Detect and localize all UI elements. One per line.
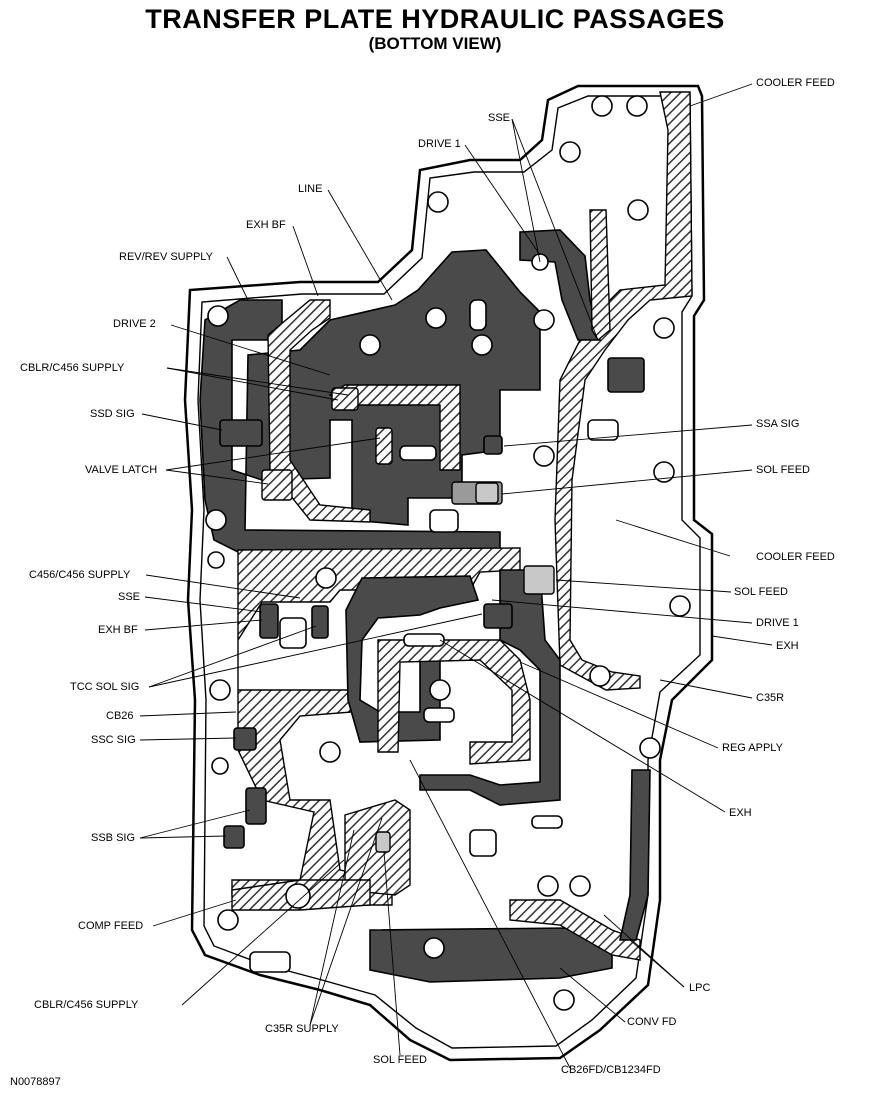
label-drive2: DRIVE 2 bbox=[113, 318, 156, 330]
label-sol-feed-bottom: SOL FEED bbox=[373, 1054, 427, 1066]
sol-feed-port-2 bbox=[523, 565, 555, 595]
label-exh-bf-left: EXH BF bbox=[98, 624, 138, 636]
lpc-passage bbox=[509, 899, 641, 961]
label-ssc-sig: SSC SIG bbox=[91, 734, 136, 746]
cblr-port bbox=[331, 387, 359, 411]
leader-lines bbox=[139, 83, 773, 1069]
tcc-sol-sig-port bbox=[311, 605, 329, 639]
bolt-hole bbox=[211, 757, 229, 775]
ssc-sig-port bbox=[233, 727, 257, 751]
bolt-hole bbox=[569, 875, 591, 897]
drive1-port bbox=[483, 603, 513, 629]
label-rev-supply: REV/REV SUPPLY bbox=[119, 251, 214, 263]
figure-code: N0078897 bbox=[10, 1076, 61, 1088]
bolt-hole bbox=[591, 95, 613, 117]
label-ssd-sig: SSD SIG bbox=[90, 408, 135, 420]
bolt-hole bbox=[319, 741, 341, 763]
bolt-hole bbox=[553, 989, 575, 1011]
label-line: LINE bbox=[298, 183, 322, 195]
sol-feed-port-inner bbox=[475, 482, 499, 504]
label-conv-fd: CONV FD bbox=[627, 1016, 677, 1028]
bolt-hole bbox=[207, 551, 225, 569]
exh-bf-passage bbox=[267, 299, 371, 523]
bolt-hole bbox=[627, 199, 649, 221]
cblr-supply-passage bbox=[369, 927, 613, 983]
label-cooler-feed-top: COOLER FEED bbox=[756, 77, 835, 89]
bolt-hole bbox=[653, 317, 675, 339]
bolt-hole bbox=[285, 883, 311, 909]
label-c35r: C35R bbox=[756, 692, 784, 704]
bolt-hole bbox=[315, 567, 337, 589]
label-lpc: LPC bbox=[689, 982, 710, 994]
plate-cutouts bbox=[249, 299, 619, 973]
ssa-sig-port bbox=[483, 435, 503, 455]
diagram-title: TRANSFER PLATE HYDRAULIC PASSAGES bbox=[145, 4, 725, 34]
label-c35r-supply: C35R SUPPLY bbox=[265, 1023, 339, 1035]
label-ssa-sig: SSA SIG bbox=[756, 418, 799, 430]
bolt-hole bbox=[423, 937, 445, 959]
bolt-hole bbox=[537, 875, 559, 897]
plate-inner-contour bbox=[197, 95, 701, 1049]
bolt-hole bbox=[427, 191, 449, 213]
label-reg-apply: REG APPLY bbox=[722, 742, 784, 754]
ssb-sig-port-2 bbox=[223, 825, 245, 849]
label-drive1-right: DRIVE 1 bbox=[756, 617, 799, 629]
label-ssb-sig: SSB SIG bbox=[91, 832, 135, 844]
label-exh-right2: EXH bbox=[729, 807, 752, 819]
bolt-hole bbox=[217, 909, 239, 931]
bolt-hole bbox=[533, 309, 555, 331]
bolt-hole bbox=[205, 509, 227, 531]
label-cblr-c456-supply-bottom: CBLR/C456 SUPPLY bbox=[34, 999, 139, 1011]
cooler-feed-block bbox=[607, 357, 645, 393]
bolt-hole bbox=[639, 737, 661, 759]
label-comp-feed: COMP FEED bbox=[78, 920, 143, 932]
sse-upper-passage bbox=[589, 209, 611, 342]
bolt-hole bbox=[359, 334, 381, 356]
label-tcc-sol-sig: TCC SOL SIG bbox=[70, 681, 139, 693]
ssb-sig-port-1 bbox=[245, 787, 267, 825]
label-cb26: CB26 bbox=[106, 710, 134, 722]
bolt-hole bbox=[425, 307, 447, 329]
label-sol-feed-right2: SOL FEED bbox=[734, 586, 788, 598]
label-exh-right1: EXH bbox=[776, 640, 799, 652]
label-sse-left: SSE bbox=[118, 591, 140, 603]
bolt-hole bbox=[533, 445, 555, 467]
exh-passage bbox=[419, 569, 561, 806]
bolt-hole bbox=[429, 679, 451, 701]
label-cooler-feed-right: COOLER FEED bbox=[756, 551, 835, 563]
bolt-hole bbox=[209, 679, 231, 701]
bolt-hole bbox=[653, 461, 675, 483]
label-cb26fd: CB26FD/CB1234FD bbox=[561, 1064, 661, 1076]
ssd-sig-port bbox=[219, 419, 263, 447]
conv-fd-passage bbox=[619, 769, 651, 941]
valve-latch-port bbox=[261, 469, 293, 501]
label-valve-latch: VALVE LATCH bbox=[85, 464, 157, 476]
exh-bf-port bbox=[259, 603, 279, 639]
label-sol-feed-right1: SOL FEED bbox=[756, 464, 810, 476]
label-c456-supply: C456/C456 SUPPLY bbox=[29, 569, 131, 581]
diagram-subtitle: (BOTTOM VIEW) bbox=[368, 34, 502, 53]
label-cblr-c456-supply-top: CBLR/C456 SUPPLY bbox=[20, 362, 125, 374]
bolt-hole bbox=[589, 665, 611, 687]
bolt-hole bbox=[559, 141, 581, 163]
bolt-hole bbox=[626, 95, 648, 117]
label-exh-bf-top: EXH BF bbox=[246, 219, 286, 231]
bolt-hole bbox=[471, 334, 493, 356]
label-drive1-top: DRIVE 1 bbox=[418, 138, 461, 150]
label-sse-top: SSE bbox=[488, 112, 510, 124]
bolt-hole bbox=[669, 595, 691, 617]
bolt-hole bbox=[207, 305, 229, 327]
sol-feed-port-3 bbox=[375, 831, 391, 853]
valve-latch-port-2 bbox=[375, 427, 393, 465]
